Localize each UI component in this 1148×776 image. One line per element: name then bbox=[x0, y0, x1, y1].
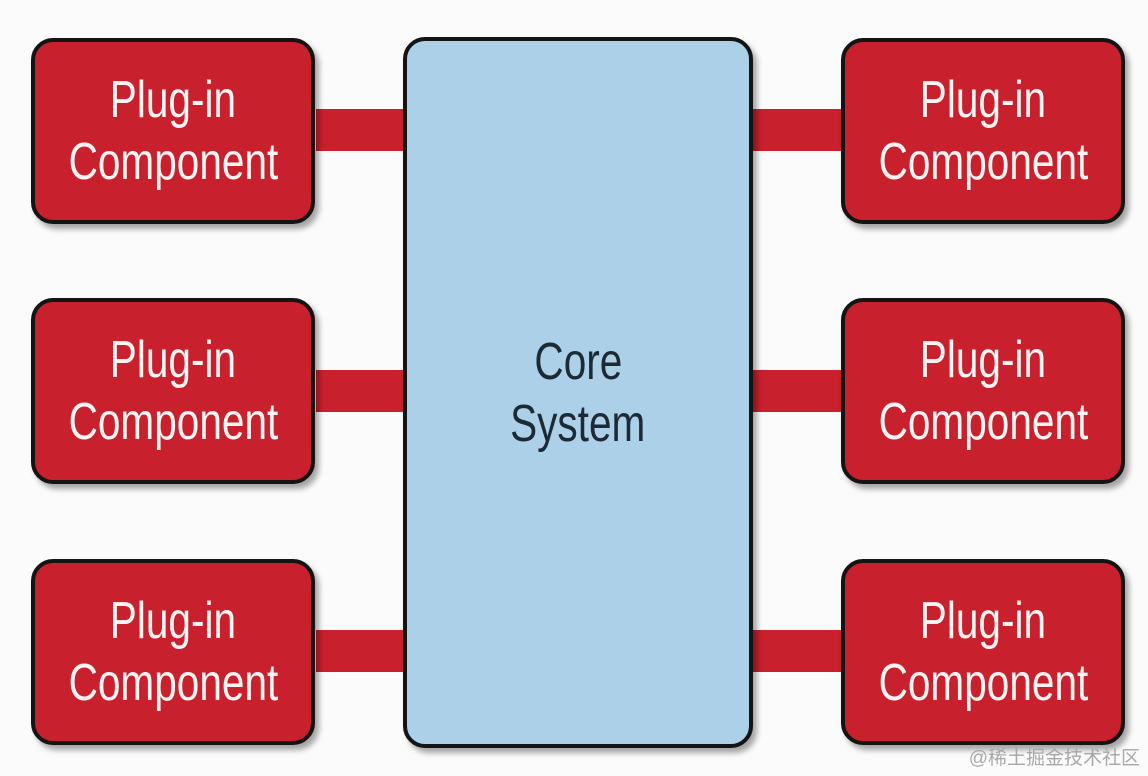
plugin-label-line1: Plug-in bbox=[919, 71, 1047, 129]
watermark: @稀土掘金技术社区 bbox=[968, 748, 1140, 769]
plugin-label-line2: Component bbox=[878, 133, 1088, 191]
plugin-label-line1: Plug-in bbox=[919, 592, 1047, 650]
plugin-label-line1: Plug-in bbox=[919, 331, 1047, 389]
plugin-component-right-bottom: Plug-in Component bbox=[841, 559, 1125, 745]
connector-right-bottom bbox=[750, 630, 842, 672]
connector-left-bottom bbox=[316, 630, 406, 672]
connector-right-top bbox=[750, 109, 842, 151]
plugin-component-left-top: Plug-in Component bbox=[31, 38, 315, 224]
connector-left-top bbox=[316, 109, 406, 151]
plugin-component-right-top: Plug-in Component bbox=[841, 38, 1125, 224]
plugin-label-line1: Plug-in bbox=[109, 71, 237, 129]
plugin-label-line1: Plug-in bbox=[109, 331, 237, 389]
plugin-label-line1: Plug-in bbox=[109, 592, 237, 650]
plugin-label-line2: Component bbox=[878, 654, 1088, 712]
plugin-label-line2: Component bbox=[878, 393, 1088, 451]
plugin-component-right-middle: Plug-in Component bbox=[841, 298, 1125, 484]
plugin-component-left-middle: Plug-in Component bbox=[31, 298, 315, 484]
connector-left-middle bbox=[316, 370, 406, 412]
core-label-line1: Core bbox=[534, 332, 622, 391]
plugin-component-left-bottom: Plug-in Component bbox=[31, 559, 315, 745]
core-label-line2: System bbox=[510, 394, 646, 453]
connector-right-middle bbox=[750, 370, 842, 412]
plugin-label-line2: Component bbox=[68, 654, 278, 712]
plugin-label-line2: Component bbox=[68, 133, 278, 191]
plugin-label-line2: Component bbox=[68, 393, 278, 451]
core-system: Core System bbox=[403, 37, 753, 748]
